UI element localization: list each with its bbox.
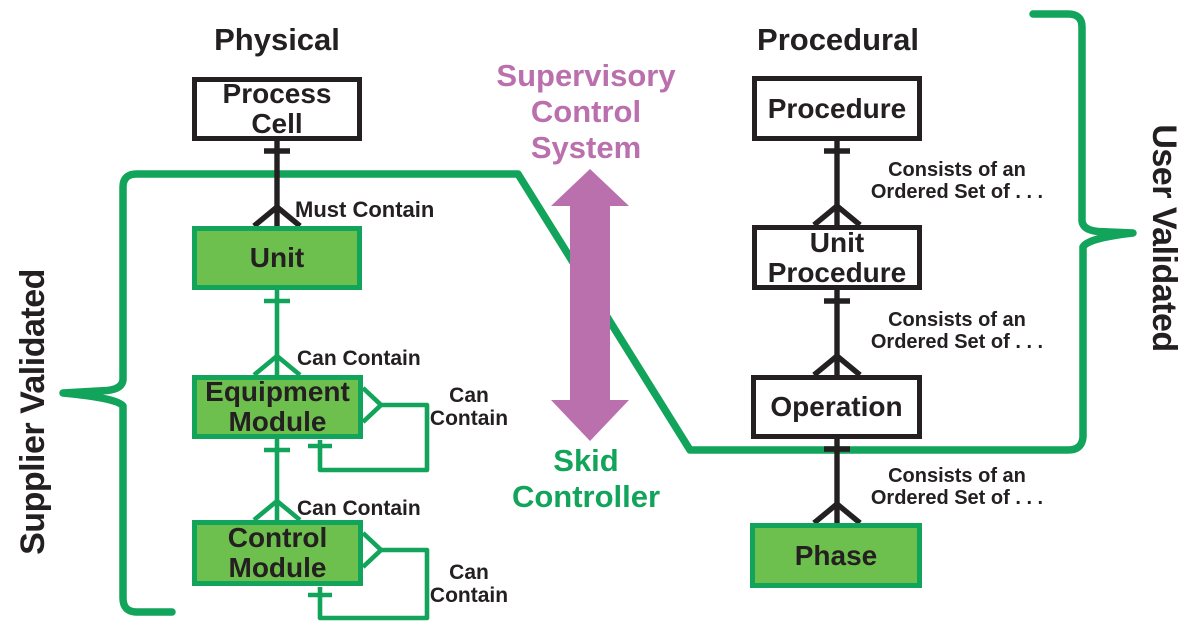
consists-label-unit-procedure: Consists of an Ordered Set of . . . [870,309,1044,353]
node-phase: Phase [750,523,922,588]
can-contain-label-em-self: Can Contain [429,384,509,430]
supplier-validated-label: Supplier Validated [14,269,52,555]
supervisory-skid-arrow [551,169,629,441]
must-contain-label: Must Contain [295,197,435,222]
connector-unitprocedure-operation [812,289,862,378]
self-loop-equipment-module [308,386,430,473]
can-contain-label-em-cm: Can Contain [297,497,421,520]
node-unit-procedure: Unit Procedure [752,225,922,290]
node-procedure: Procedure [752,76,922,141]
node-process-cell: Process Cell [192,77,362,141]
skid-controller-label: Skid Controller [511,443,661,514]
consists-label-procedure: Consists of an Ordered Set of . . . [870,159,1044,203]
connector-operation-phase [812,438,862,526]
supervisory-control-system-label: Supervisory Control System [496,58,676,165]
physical-column-title: Physical [214,22,340,57]
node-unit: Unit [192,226,362,290]
connector-equipment-control [252,438,302,522]
can-contain-label-unit-em: Can Contain [297,347,421,370]
node-control-module: Control Module [192,520,363,586]
connector-procedure-unitprocedure [812,140,862,228]
connector-unit-equipment [252,289,302,377]
user-validated-label: User Validated [1145,124,1183,352]
procedural-column-title: Procedural [757,22,919,57]
consists-label-operation: Consists of an Ordered Set of . . . [870,465,1044,509]
node-operation: Operation [751,375,922,439]
self-loop-control-module [308,531,430,621]
node-equipment-module: Equipment Module [192,375,363,439]
can-contain-label-cm-self: Can Contain [429,561,509,607]
connector-processcell-unit [252,140,302,229]
